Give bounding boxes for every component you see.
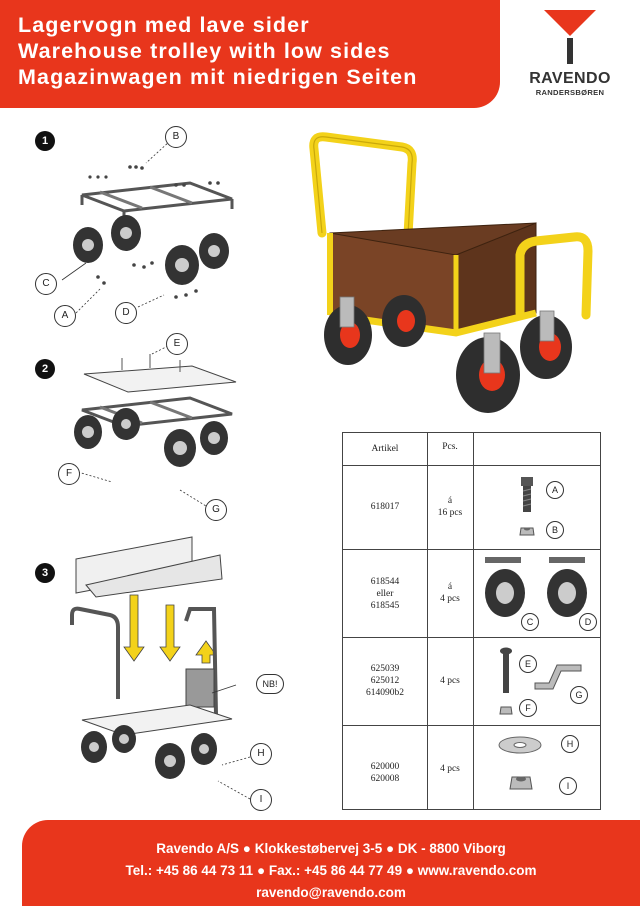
- trolley-illustration: [309, 132, 593, 413]
- table-callout-c: C: [521, 613, 539, 631]
- assembly-step3-illustration: [70, 536, 251, 800]
- assembly-step1-illustration: [61, 140, 234, 314]
- callout-b: B: [165, 126, 187, 148]
- bolt-icon: [521, 477, 533, 512]
- logo-subtitle: RANDERSBØREN: [535, 88, 605, 97]
- callout-e: E: [166, 333, 188, 355]
- table-header-article: Artikel: [371, 444, 399, 454]
- washer-icon: [498, 736, 542, 754]
- table-header-pcs: Pcs.: [442, 442, 458, 452]
- footer-email-link[interactable]: ravendo@ravendo.com: [256, 885, 406, 900]
- footer-banner: [22, 820, 640, 906]
- footer-address: Ravendo A/S ● Klokkestøbervej 3-5 ● DK -…: [156, 841, 506, 856]
- nut-icon: [519, 527, 535, 536]
- table-row-2-article: 618544 eller 618545: [370, 577, 400, 611]
- callout-f: F: [58, 463, 80, 485]
- title-english: Warehouse trolley with low sides: [18, 39, 391, 63]
- title-danish: Lagervogn med lave sider: [18, 13, 310, 37]
- callout-nb: NB!: [256, 674, 284, 694]
- page-title: Lagervogn med lave sider Warehouse troll…: [18, 12, 417, 90]
- table-row-1-pcs: á 16 pcs: [437, 496, 463, 518]
- callout-h: H: [250, 743, 272, 765]
- table-row-4-pcs: 4 pcs: [440, 764, 460, 774]
- table-callout-i: I: [559, 777, 577, 795]
- table-callout-a: A: [546, 481, 564, 499]
- step-number-1: 1: [35, 131, 55, 151]
- table-callout-d: D: [579, 613, 597, 631]
- table-callout-h: H: [561, 735, 579, 753]
- table-row-2-pcs: á 4 pcs: [440, 582, 460, 604]
- swivel-caster-icon: [485, 557, 525, 617]
- table-callout-e: E: [519, 655, 537, 673]
- fixed-caster-icon: [547, 557, 587, 617]
- small-nut-icon: [499, 706, 513, 715]
- table-callout-b: B: [546, 521, 564, 539]
- ravendo-logo-icon: [544, 10, 596, 64]
- bracket-icon: [534, 664, 582, 690]
- callout-c: C: [35, 273, 57, 295]
- table-row-3-pcs: 4 pcs: [440, 676, 460, 686]
- step-number-2: 2: [35, 359, 55, 379]
- table-row-3-article: 625039 625012 614090b2: [366, 664, 404, 698]
- title-german: Magazinwagen mit niedrigen Seiten: [18, 65, 418, 89]
- table-row-1-article: 618017: [370, 502, 400, 512]
- assembly-step2-illustration: [74, 345, 237, 507]
- carriage-bolt-icon: [500, 647, 512, 693]
- callout-i: I: [250, 789, 272, 811]
- lock-nut-icon: [509, 776, 533, 790]
- callout-a: A: [54, 305, 76, 327]
- callout-d: D: [115, 302, 137, 324]
- parts-table: Artikel Pcs. 618017 á 16 pcs A B 618544 …: [342, 432, 601, 810]
- step-number-3: 3: [35, 563, 55, 583]
- footer-contact: Tel.: +45 86 44 73 11 ● Fax.: +45 86 44 …: [125, 863, 537, 878]
- logo-name: RAVENDO: [529, 70, 611, 87]
- callout-g: G: [205, 499, 227, 521]
- table-row-4-article: 620000 620008: [370, 762, 400, 784]
- table-callout-g: G: [570, 686, 588, 704]
- header-banner: [0, 0, 500, 108]
- table-callout-f: F: [519, 699, 537, 717]
